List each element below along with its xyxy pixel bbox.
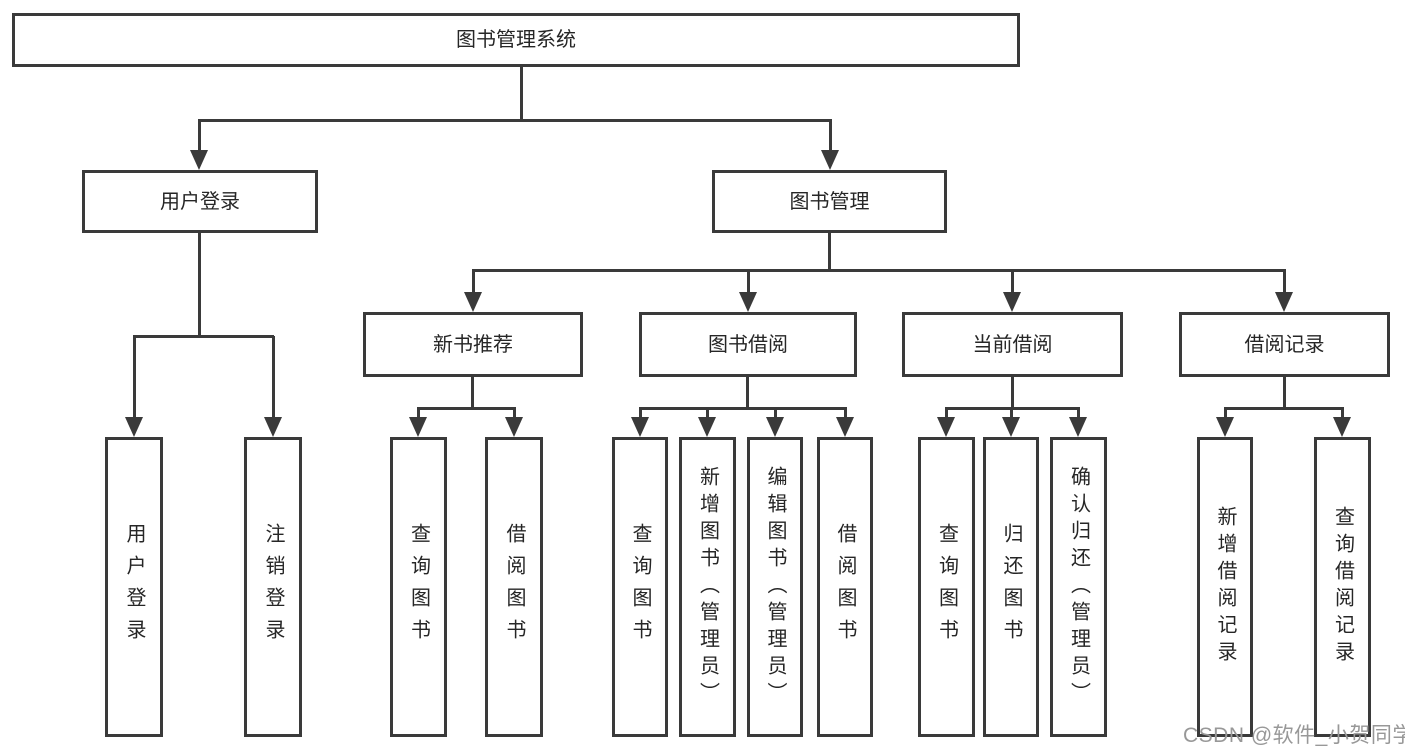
arrowhead-icon: [739, 292, 757, 312]
node-current-borrow: 当前借阅: [902, 312, 1123, 377]
connector-line: [133, 335, 274, 338]
connector-line: [638, 407, 642, 419]
connector-line: [1282, 270, 1286, 294]
leaf-return-book: 归还图书: [983, 437, 1039, 737]
connector-line: [198, 119, 832, 122]
node-label: 注销登录: [262, 523, 284, 651]
leaf-user-login: 用户登录: [105, 437, 163, 737]
node-label: 用户登录: [123, 523, 145, 651]
node-label: 查询借阅记录: [1331, 506, 1354, 668]
arrowhead-icon: [464, 292, 482, 312]
node-label: 新书推荐: [433, 333, 513, 356]
arrowhead-icon: [1216, 417, 1234, 437]
csdn-watermark: CSDN @软件_小贺同学: [1183, 724, 1405, 747]
arrowhead-icon: [125, 417, 143, 437]
node-label: 借阅图书: [503, 523, 525, 651]
node-label: 查询图书: [629, 523, 651, 651]
node-label: 归还图书: [1000, 523, 1022, 651]
leaf-add-borrow-record: 新增借阅记录: [1197, 437, 1253, 737]
node-label: 编辑图书（管理员）: [764, 465, 786, 709]
connector-line: [520, 67, 523, 120]
node-user-login: 用户登录: [82, 170, 318, 233]
arrowhead-icon: [264, 417, 282, 437]
leaf-edit-book-admin: 编辑图书（管理员）: [747, 437, 803, 737]
leaf-query-books-borrow: 查询图书: [612, 437, 668, 737]
node-book-borrow: 图书借阅: [639, 312, 857, 377]
connector-line: [639, 407, 846, 410]
connector-line: [132, 336, 136, 419]
arrowhead-icon: [821, 150, 839, 170]
arrowhead-icon: [836, 417, 854, 437]
arrowhead-icon: [1275, 292, 1293, 312]
connector-line: [705, 407, 709, 419]
connector-line: [1010, 270, 1014, 294]
connector-line: [944, 407, 948, 419]
node-label: 新增图书（管理员）: [696, 465, 719, 709]
node-label: 图书管理: [789, 190, 870, 213]
connector-line: [1011, 377, 1014, 408]
connector-line: [746, 377, 749, 408]
leaf-borrow-books-borrow: 借阅图书: [817, 437, 873, 737]
connector-line: [1224, 407, 1343, 410]
node-label: 当前借阅: [972, 333, 1053, 356]
connector-line: [198, 233, 201, 337]
connector-line: [828, 119, 832, 152]
arrowhead-icon: [698, 417, 716, 437]
arrowhead-icon: [1069, 417, 1087, 437]
leaf-borrow-books-recommend: 借阅图书: [485, 437, 543, 737]
connector-line: [512, 407, 516, 419]
arrowhead-icon: [631, 417, 649, 437]
node-label: 借阅记录: [1244, 333, 1325, 356]
connector-line: [271, 336, 275, 419]
connector-line: [197, 119, 201, 152]
node-label: 图书管理系统: [456, 29, 576, 51]
connector-line: [773, 407, 777, 419]
connector-line: [1076, 407, 1080, 419]
leaf-logout: 注销登录: [244, 437, 302, 737]
arrowhead-icon: [1002, 417, 1020, 437]
node-library-system: 图书管理系统: [12, 13, 1020, 67]
leaf-add-book-admin: 新增图书（管理员）: [679, 437, 736, 737]
connector-line: [843, 407, 847, 419]
arrowhead-icon: [190, 150, 208, 170]
arrowhead-icon: [1003, 292, 1021, 312]
node-borrow-records: 借阅记录: [1179, 312, 1390, 377]
node-label: 新增借阅记录: [1214, 506, 1236, 668]
node-label: 用户登录: [160, 190, 240, 213]
leaf-query-books-recommend: 查询图书: [390, 437, 447, 737]
arrowhead-icon: [505, 417, 523, 437]
connector-line: [828, 233, 831, 271]
arrowhead-icon: [937, 417, 955, 437]
node-label: 查询图书: [407, 523, 430, 651]
connector-line: [472, 269, 1286, 272]
arrowhead-icon: [766, 417, 784, 437]
connector-line: [1283, 377, 1286, 408]
leaf-confirm-return-admin: 确认归还（管理员）: [1050, 437, 1107, 737]
arrowhead-icon: [1333, 417, 1351, 437]
node-label: 图书借阅: [708, 333, 788, 356]
connector-line: [1009, 407, 1013, 419]
connector-line: [471, 377, 474, 408]
node-label: 确认归还（管理员）: [1067, 465, 1090, 709]
connector-line: [1340, 407, 1344, 419]
leaf-query-borrow-record: 查询借阅记录: [1314, 437, 1371, 737]
connector-line: [746, 270, 750, 294]
connector-line: [1223, 407, 1227, 419]
node-label: 借阅图书: [834, 523, 856, 651]
node-book-management: 图书管理: [712, 170, 947, 233]
node-new-book-recommend: 新书推荐: [363, 312, 583, 377]
connector-line: [471, 270, 475, 294]
node-label: 查询图书: [935, 523, 958, 651]
connector-line: [417, 407, 515, 410]
leaf-query-books-current: 查询图书: [918, 437, 975, 737]
arrowhead-icon: [409, 417, 427, 437]
connector-line: [416, 407, 420, 419]
